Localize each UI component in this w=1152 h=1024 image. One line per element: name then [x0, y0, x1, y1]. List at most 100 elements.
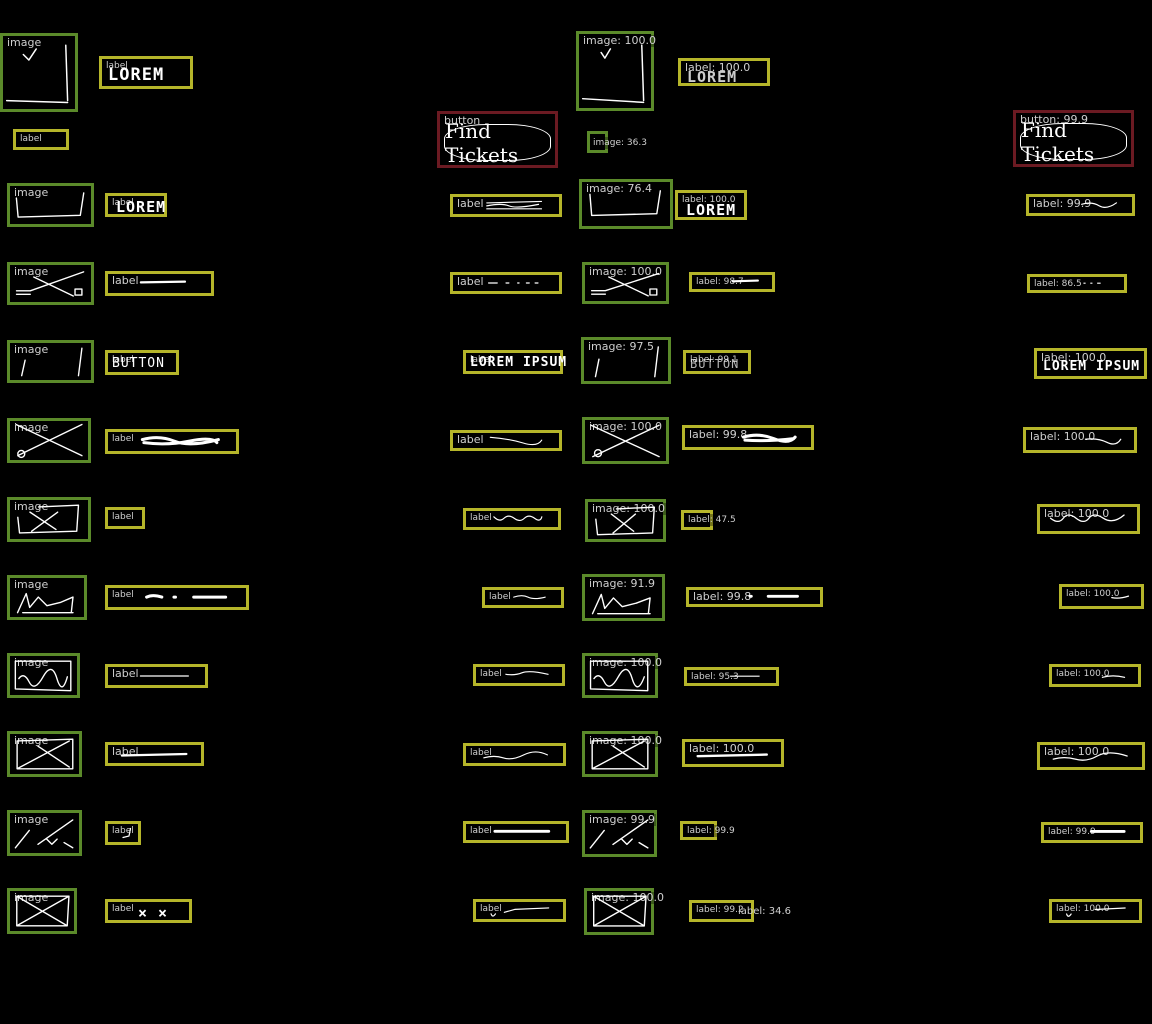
right-right-label-row10: label: 100.0	[1049, 899, 1142, 923]
right-image-row1: image: 76.4	[579, 179, 673, 229]
left-label-row7: label	[105, 664, 208, 688]
tag-text: label: 99.9	[1032, 197, 1093, 210]
tag-text: label	[111, 433, 135, 445]
tag-text: label	[111, 197, 135, 209]
right-label-row9: label: 99.9	[680, 821, 736, 840]
image-sketch-icon	[589, 660, 649, 692]
tag-text: image	[13, 656, 50, 669]
tag-text: label	[111, 903, 135, 915]
label-text: LOREM IPSUM	[470, 355, 568, 370]
tag-text: label: 100.0	[1043, 745, 1111, 758]
tag-text: label: 99.9	[1047, 826, 1097, 838]
tag-text: label	[456, 197, 485, 210]
tag-text: image: 99.9	[588, 813, 656, 826]
tag-text: image: 100.0	[582, 34, 657, 47]
tag-text: label: 99.1	[689, 354, 739, 366]
right-image-row10: image: 100.0	[584, 888, 665, 935]
left-hero-image: image	[0, 33, 78, 112]
scribble-icon	[729, 675, 760, 677]
left-right-label-row2: label	[450, 272, 562, 294]
image-sketch-icon	[593, 895, 647, 927]
right-right-label-row9: label: 99.9	[1041, 822, 1143, 843]
left-label-row4: label	[105, 429, 239, 454]
tag-text: image	[13, 186, 50, 199]
right-label-row6: label: 99.8	[686, 587, 823, 607]
left-image-row1: image	[7, 183, 94, 227]
tag-text: label	[111, 274, 140, 287]
image-sketch-icon	[594, 346, 659, 378]
tag-text: label	[111, 511, 135, 523]
left-label-row8: label	[105, 742, 204, 766]
tag-text: label: 99.8	[688, 428, 749, 441]
right-find-tickets-button[interactable]: button: 99.9 Find Tickets	[1013, 110, 1134, 167]
scribble-icon	[120, 752, 188, 757]
label-text: LOREM	[686, 201, 737, 219]
right-label-row3: label: 99.1 BUTTON	[683, 350, 751, 374]
right-label-row7: label: 95.3	[684, 667, 779, 686]
tag-text: image	[13, 343, 50, 356]
right-label-row10: label: 99.2	[689, 900, 754, 922]
scribble-icon	[1111, 595, 1130, 599]
scribble-icon	[513, 595, 546, 600]
scribble-icon	[741, 433, 797, 443]
right-label-row5: label: 47.5	[681, 510, 737, 530]
scribble-icon	[145, 594, 228, 599]
label-text: BUTTON	[112, 356, 165, 371]
tag-text: label	[479, 668, 503, 680]
tag-text: label	[469, 512, 493, 524]
tag-text: label: 100.0	[1043, 507, 1111, 520]
hero-heading-text: LOREM	[108, 65, 165, 85]
left-right-label-row1: label	[450, 194, 562, 217]
scribble-icon	[748, 594, 799, 598]
scribble-icon	[1089, 830, 1126, 833]
scribble-icon	[487, 282, 539, 284]
image-sketch-icon	[16, 895, 70, 927]
tag-text: image: 97.5	[587, 340, 655, 353]
tag-text: label: 100.0	[1055, 668, 1111, 680]
tag-text: image: 100.0	[588, 265, 663, 278]
left-image-row8: image	[7, 731, 82, 777]
tag-text: label	[469, 747, 493, 759]
tag-text: label: 100.0	[1055, 903, 1111, 915]
left-image-row5: image	[7, 497, 91, 542]
scribble-icon	[489, 436, 543, 446]
right-right-label-row1: label: 99.9	[1026, 194, 1135, 216]
tag-text: label	[479, 903, 503, 915]
image-sketch-icon	[595, 506, 656, 536]
tag-text: image	[6, 36, 43, 49]
tag-text: label: 100.0	[1040, 351, 1108, 364]
tag-text: image	[13, 891, 50, 904]
image-sketch-icon	[14, 660, 72, 692]
tag-text: image	[13, 500, 50, 513]
right-right-label-row8: label: 100.0	[1037, 742, 1145, 770]
left-small-label: label	[13, 129, 69, 150]
image-sketch-icon	[590, 424, 660, 458]
tag-text: image	[13, 421, 50, 434]
left-find-tickets-button[interactable]: button Find Tickets	[437, 111, 558, 168]
tag-text: label: 47.5	[687, 514, 737, 526]
find-tickets-label: Find Tickets	[1020, 118, 1127, 166]
tag-text: image: 76.4	[585, 182, 653, 195]
left-label-row10: label × ×	[105, 899, 192, 923]
scribble-icon	[505, 671, 549, 676]
tag-text: label: 98.7	[695, 276, 745, 288]
right-image-row4: image: 100.0	[582, 417, 669, 464]
left-right-label-row3: label LOREM IPSUM	[463, 350, 566, 374]
tag-text: label	[105, 60, 129, 72]
tag-text: image	[13, 578, 50, 591]
scribble-icon	[1101, 675, 1126, 678]
tag-text: label: 100.0	[684, 61, 752, 74]
tag-text: label: 100.0	[1029, 430, 1097, 443]
left-label-row1: label LOREM	[105, 193, 167, 217]
tag-text: image: 91.9	[588, 577, 656, 590]
right-image-row8: image: 100.0	[582, 731, 663, 777]
left-right-label-row7: label	[473, 664, 565, 686]
right-image-row3: image: 97.5	[581, 337, 671, 384]
tag-text: label: 99.2	[695, 904, 745, 916]
tag-text: image	[13, 813, 50, 826]
right-label-row8: label: 100.0	[682, 739, 784, 767]
scribble-icon	[1081, 202, 1118, 208]
right-label-row2: label: 98.7	[689, 272, 775, 292]
image-sketch-icon	[20, 347, 83, 377]
right-right-label-row3: label: 100.0 LOREM IPSUM	[1034, 348, 1147, 379]
